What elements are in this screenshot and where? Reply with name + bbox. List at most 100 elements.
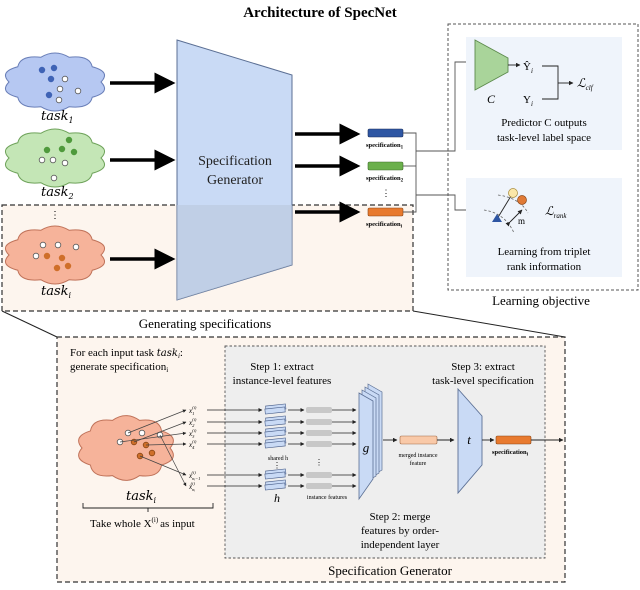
data-point	[54, 241, 62, 249]
data-point	[56, 85, 64, 93]
detail-task-label: taski	[126, 489, 157, 505]
steps-inner-region	[224, 345, 546, 559]
input-brace	[82, 503, 214, 512]
merged-feature-line1: merged instance	[398, 453, 437, 459]
step1-line1: Step 1: extract	[250, 361, 314, 373]
predictor-caption-line1: Predictor C outputs	[501, 117, 587, 129]
data-point	[50, 174, 58, 182]
data-point	[47, 75, 55, 83]
instance-features-label: instance features	[307, 494, 348, 501]
h-ellipsis: ⋮	[273, 461, 281, 470]
instance-x2-label: x2(i)	[188, 417, 197, 428]
t-label: t	[467, 432, 471, 447]
data-point	[39, 241, 47, 249]
feature-ellipsis: ⋮	[315, 458, 323, 467]
data-point	[43, 146, 51, 154]
instance-feature-bar	[306, 407, 332, 413]
instance-point	[138, 429, 146, 437]
instance-feature-bar	[306, 430, 332, 436]
specification-i-bar	[367, 207, 404, 217]
step2-line3: independent layer	[361, 539, 440, 551]
data-point	[45, 91, 53, 99]
instance-x3-label: x3(i)	[188, 428, 197, 439]
rank-loss-label: ℒrank	[545, 204, 567, 220]
specification-output-bar	[495, 435, 532, 445]
instance-point	[148, 449, 156, 457]
detail-task-cloud	[78, 415, 174, 481]
task-1-cloud: task1	[4, 52, 106, 125]
data-point	[32, 252, 40, 260]
instance-feature-bar	[306, 419, 332, 425]
task-1-label: task1	[41, 109, 74, 125]
predictor-c-label: C	[487, 92, 496, 106]
task-2-label: task2	[41, 185, 74, 201]
detail-footer-label: Specification Generator	[328, 563, 452, 578]
step3-line2: task-level specification	[432, 375, 534, 387]
specification-1-label: specification1	[366, 142, 404, 151]
data-point	[58, 145, 66, 153]
intro-line2: generate specificationi	[70, 361, 168, 374]
predictor-c-block	[474, 39, 509, 91]
data-point	[55, 96, 63, 104]
data-point	[53, 264, 61, 272]
h-label: h	[274, 491, 280, 505]
shared-h-label: shared h	[268, 456, 288, 462]
instance-row: x4(i)	[188, 437, 357, 450]
data-point	[74, 87, 82, 95]
instance-feature-bar	[306, 472, 332, 478]
g-label: g	[363, 440, 370, 455]
instance-row: xnᵢ−1(i)	[188, 468, 357, 481]
data-point	[50, 64, 58, 72]
instance-row: x1(i)	[188, 403, 357, 416]
data-point	[49, 156, 57, 164]
task-i-cloud: taski	[4, 225, 106, 300]
task-i-label: taski	[41, 284, 72, 300]
y-label: Yi	[523, 94, 533, 108]
predictor-caption-line2: task-level label space	[497, 132, 591, 144]
instance-xn-label: xnᵢ(i)	[188, 481, 195, 492]
anchor-triangle	[492, 214, 502, 222]
t-layer	[457, 387, 483, 495]
generating-specifications-label: Generating specifications	[139, 316, 271, 331]
y-hat-label: Ŷi	[523, 61, 533, 75]
take-whole-input-label: Take whole X(i)as input	[90, 516, 195, 530]
rank-caption-line2: rank information	[507, 261, 582, 273]
intro-line1: For each input task taski:	[70, 347, 183, 360]
task-2-cloud: task2	[4, 128, 106, 201]
data-point	[61, 75, 69, 83]
loss-bracket	[542, 65, 559, 100]
h-encoder-block	[264, 426, 287, 438]
specification-2-label: specification2	[366, 175, 404, 184]
generator-shaded-part	[177, 205, 292, 300]
h-encoder-block	[264, 437, 287, 449]
h-encoder-block	[264, 415, 287, 427]
margin-arrow	[505, 209, 523, 227]
specification-output-label: specificationi	[492, 449, 529, 458]
step2-line1: Step 2: merge	[370, 511, 431, 523]
positive-sample	[508, 188, 518, 198]
g-merge-layer	[358, 392, 374, 501]
instance-x4-label: x4(i)	[188, 439, 197, 450]
step2-line2: features by order-	[361, 525, 439, 537]
specs-ellipsis: ⋮	[382, 188, 391, 198]
generator-label-line2: Generator	[207, 173, 263, 188]
data-point	[72, 243, 80, 251]
generator-label-line1: Specification	[198, 154, 272, 169]
diagram-title: Architecture of SpecNet	[243, 5, 397, 21]
specification-1-bar	[367, 128, 404, 138]
h-encoder-block	[264, 479, 287, 491]
instance-x1-label: x1(i)	[188, 405, 197, 416]
rank-caption-line1: Learning from triplet	[498, 246, 591, 258]
merged-feature-line2: feature	[410, 460, 427, 467]
instance-feature-bar	[306, 441, 332, 447]
step3-line1: Step 3: extract	[451, 361, 515, 373]
step1-line2: instance-level features	[233, 375, 332, 387]
negative-sample	[517, 195, 527, 205]
data-point	[64, 262, 72, 270]
learning-objective-label: Learning objective	[492, 293, 590, 308]
instance-row: x2(i)	[188, 415, 357, 428]
h-encoder-block	[264, 468, 287, 480]
data-point	[58, 254, 66, 262]
data-point	[43, 252, 51, 260]
instance-xn-1-label: xnᵢ−1(i)	[188, 470, 200, 481]
